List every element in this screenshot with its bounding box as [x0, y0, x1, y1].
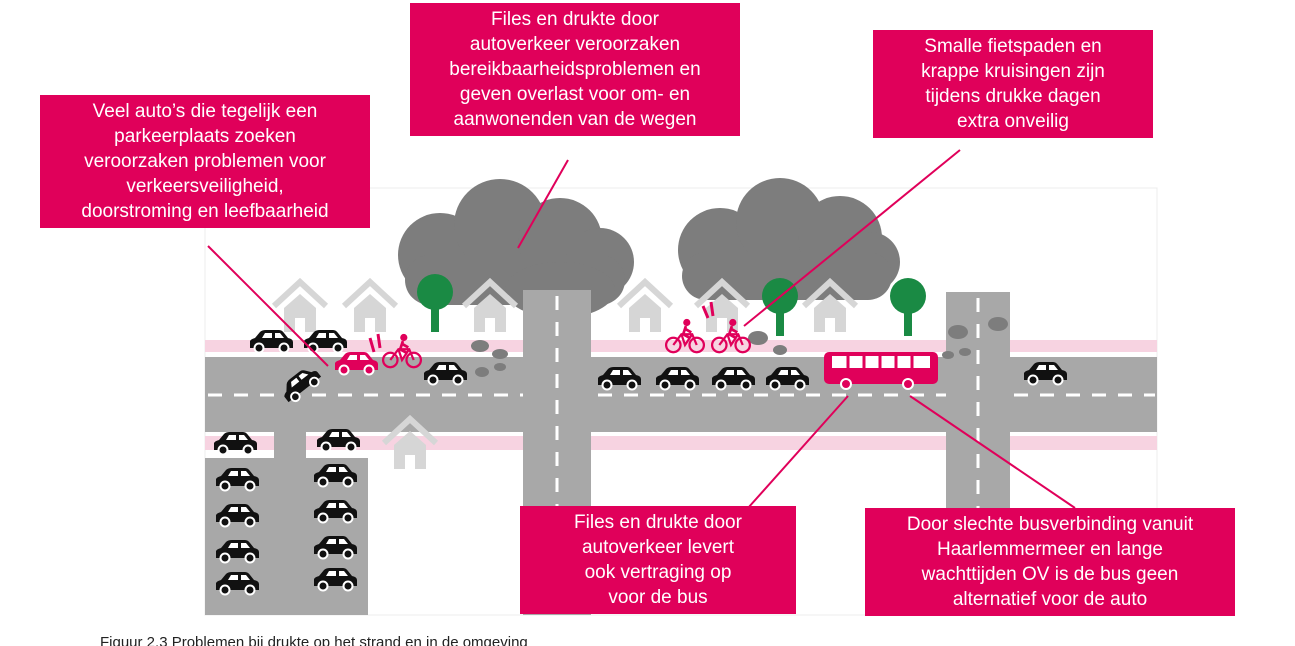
callout-line: bereikbaarheidsproblemen en: [449, 59, 701, 80]
callout-line: wachttijden OV is de bus geen: [921, 564, 1179, 585]
exhaust-cloud-icon: [678, 178, 900, 300]
callout-line: krappe kruisingen zijn: [921, 61, 1105, 82]
callout-line: ook vertraging op: [584, 562, 732, 583]
figure-caption: Figuur 2.3 Problemen bij drukte op het s…: [100, 634, 528, 646]
callout-line: Files en drukte door: [491, 9, 659, 30]
leader-lines: [207, 149, 1076, 509]
callout-line: Door slechte busverbinding vanuit: [906, 514, 1194, 535]
callout-line: extra onveilig: [957, 111, 1069, 132]
callout-line: voor de bus: [608, 587, 708, 608]
callout-bus-connection: Door slechte busverbinding vanuit Haarle…: [865, 508, 1235, 616]
callout-line: Veel auto’s die tegelijk een: [92, 101, 318, 122]
callout-line: autoverkeer veroorzaken: [469, 34, 681, 55]
callout-line: veroorzaken problemen voor: [84, 151, 326, 172]
callout-bus-delay: Files en drukte door autoverkeer levert …: [520, 506, 796, 614]
callout-line: parkeerplaats zoeken: [114, 126, 296, 147]
callout-line: Smalle fietspaden en: [924, 36, 1102, 57]
bus-icon: [824, 352, 938, 390]
callout-line: tijdens drukke dagen: [925, 86, 1101, 107]
parking-access-road: [274, 432, 306, 615]
callout-line: Haarlemmermeer en lange: [937, 539, 1163, 560]
cycle-lane-south: [205, 436, 1157, 450]
callout-congestion: Files en drukte door autoverkeer veroorz…: [410, 3, 740, 136]
conflict-marks: [368, 301, 715, 353]
callout-line: doorstroming en leefbaarheid: [81, 201, 329, 222]
exhaust-puffs: [471, 317, 1008, 377]
callout-line: aanwonenden van de wegen: [453, 109, 697, 130]
callout-line: verkeersveiligheid,: [126, 176, 284, 197]
callout-parking-problems: Veel auto’s die tegelijk een parkeerplaa…: [40, 95, 370, 228]
callout-line: geven overlast voor om- en: [459, 84, 691, 105]
callout-line: autoverkeer levert: [581, 537, 735, 558]
callout-line: Files en drukte door: [574, 512, 742, 533]
callout-cycling-safety: Smalle fietspaden en krappe kruisingen z…: [873, 30, 1153, 138]
callout-line: alternatief voor de auto: [952, 589, 1148, 610]
